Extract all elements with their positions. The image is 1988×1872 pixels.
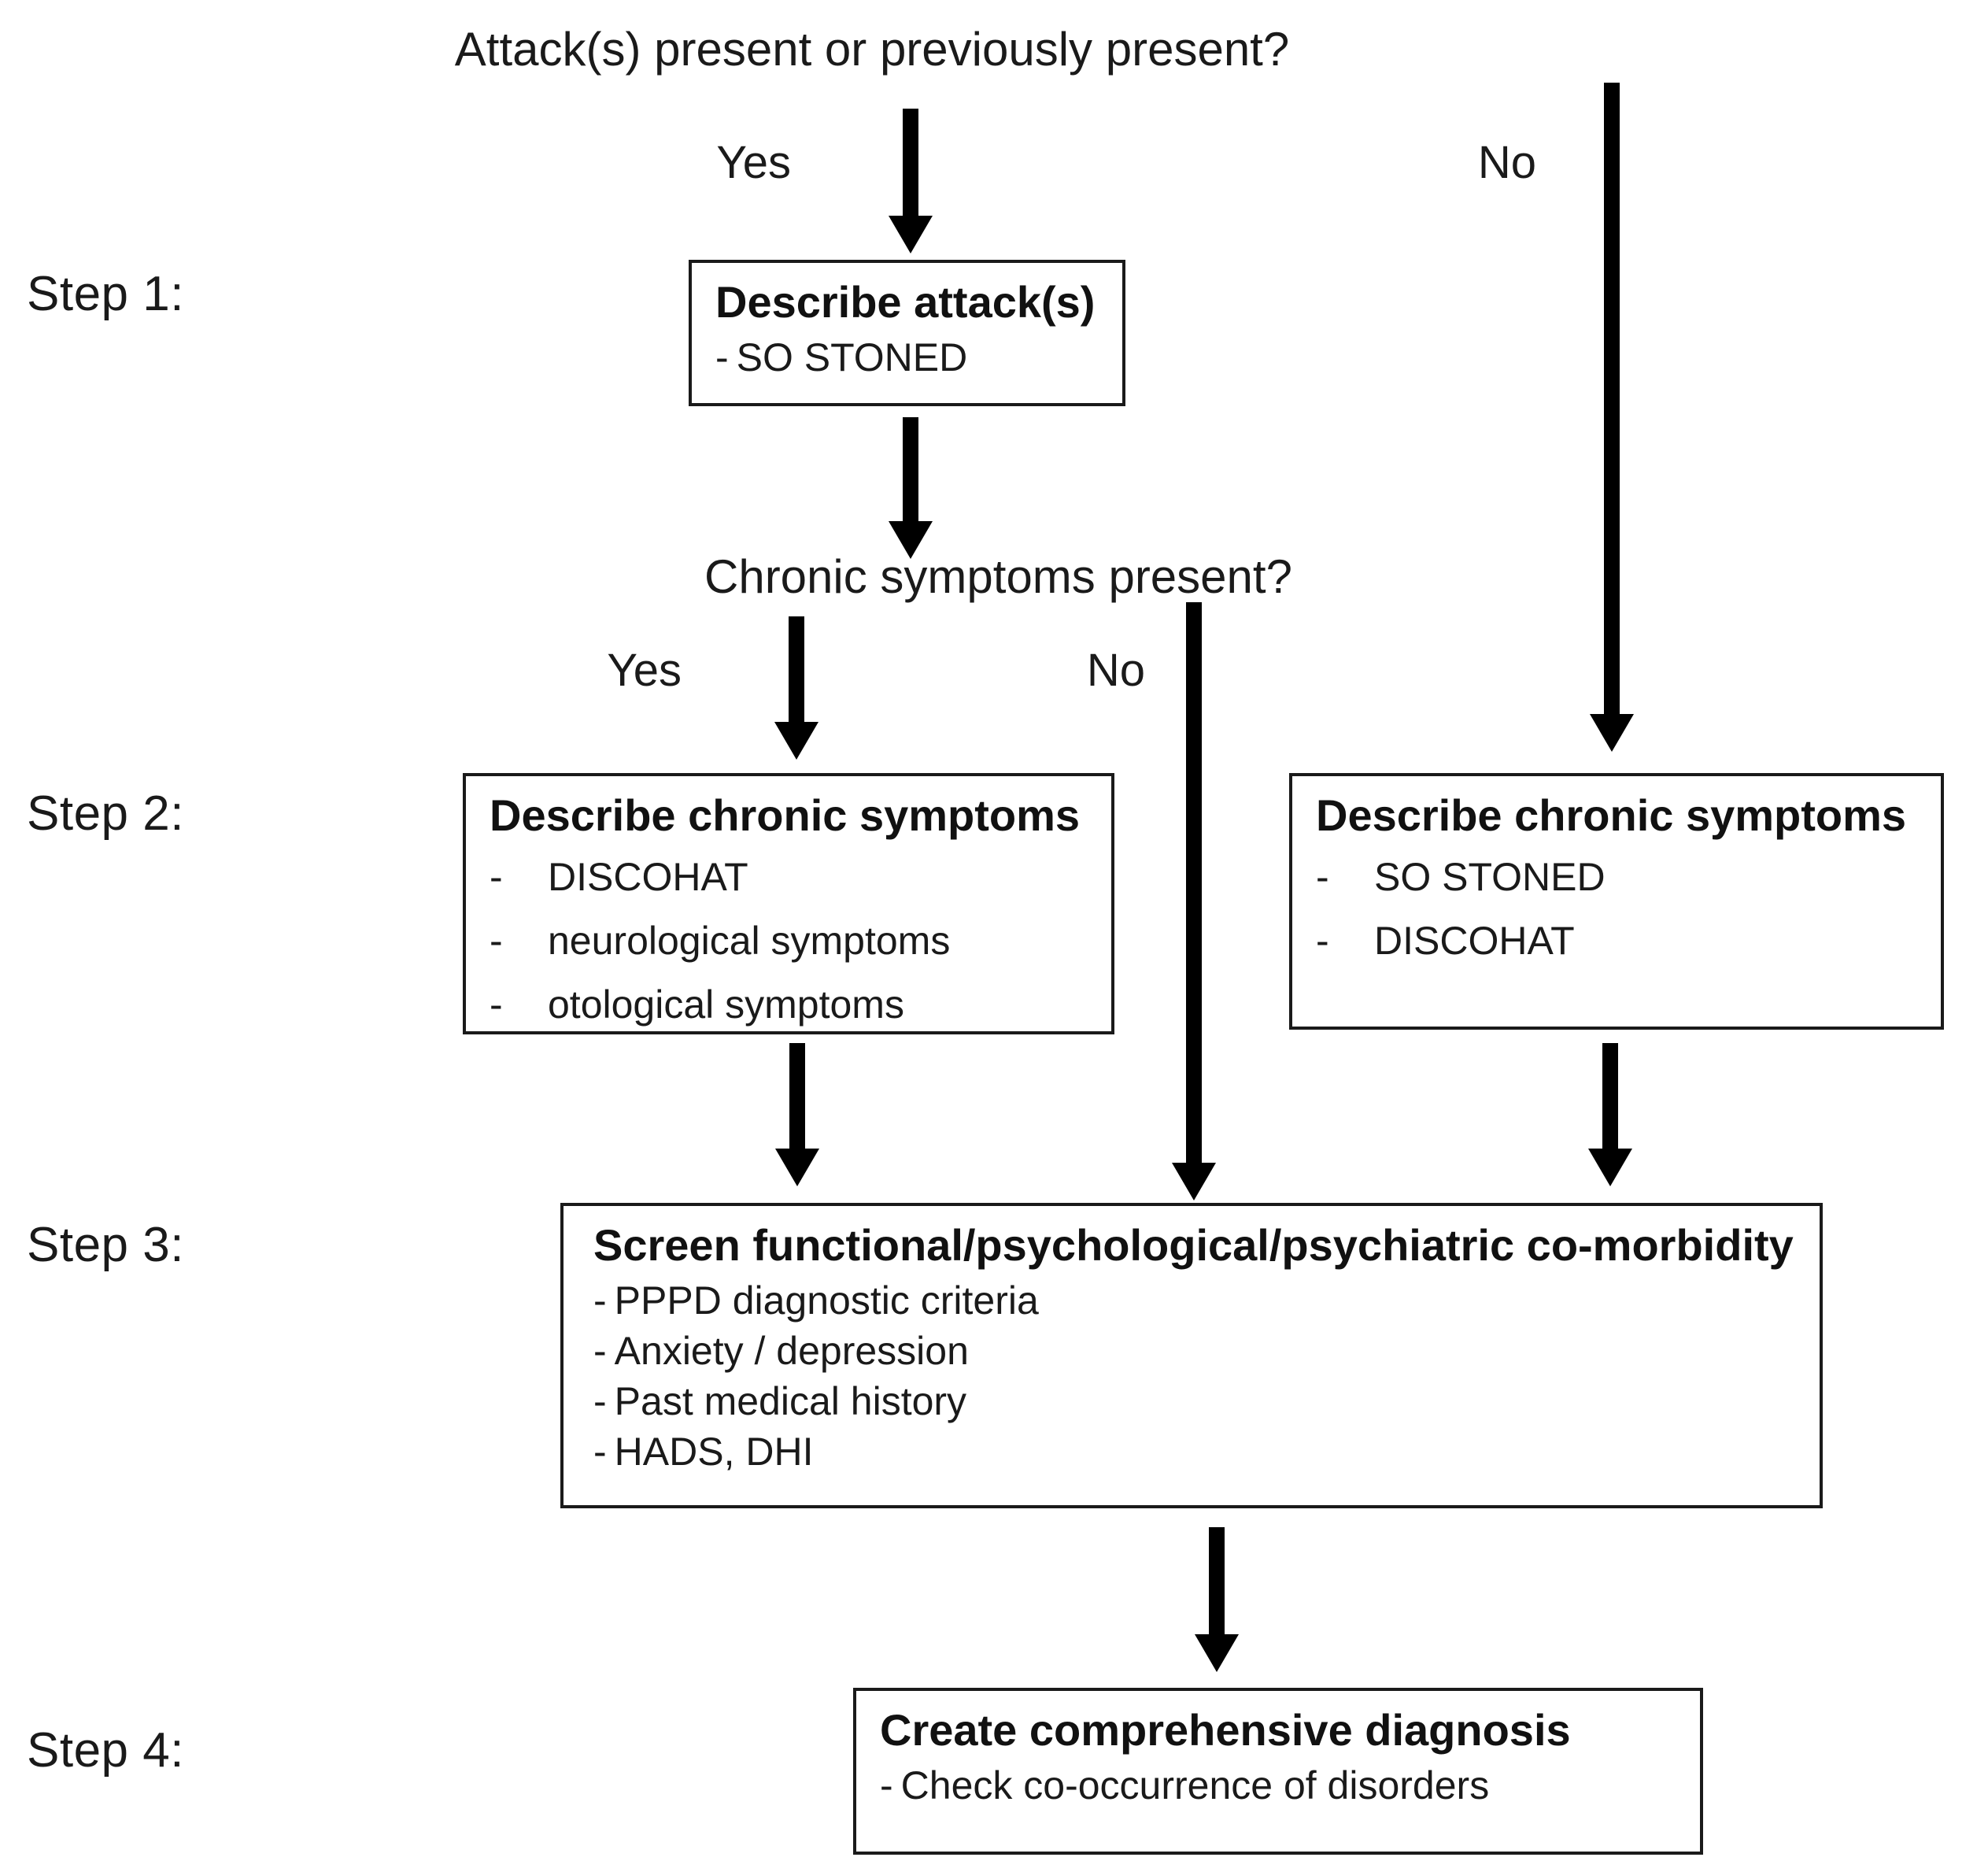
list-item: - PPPD diagnostic criteria <box>593 1275 1799 1326</box>
list-item: - Check co-occurrence of disorders <box>880 1760 1679 1811</box>
arrow-chronic-yes <box>774 616 818 760</box>
list-item: - DISCOHAT <box>1316 909 1920 973</box>
box-screen-comorbidity-items: - PPPD diagnostic criteria - Anxiety / d… <box>593 1275 1799 1477</box>
step-4-label: Step 4: <box>27 1723 184 1778</box>
box-create-diagnosis-items: - Check co-occurrence of disorders <box>880 1760 1679 1811</box>
box-describe-chronic-left[interactable]: Describe chronic symptoms - DISCOHAT - n… <box>463 773 1114 1034</box>
list-item-label: DISCOHAT <box>1374 919 1575 964</box>
root-no-label: No <box>1477 137 1536 188</box>
box-describe-attacks-title: Describe attack(s) <box>715 277 1096 327</box>
arrow-step2-left-to-step3 <box>775 1043 819 1186</box>
root-yes-label: Yes <box>716 137 791 188</box>
chronic-no-label: No <box>1086 645 1145 696</box>
list-item: - HADS, DHI <box>593 1426 1799 1477</box>
box-describe-attacks[interactable]: Describe attack(s) - SO STONED <box>689 260 1125 406</box>
bullet-dash-icon: - <box>593 1379 607 1424</box>
box-describe-chronic-right-items: - SO STONED - DISCOHAT <box>1316 845 1920 973</box>
list-item-label: SO STONED <box>1374 855 1606 900</box>
step-2-label: Step 2: <box>27 786 184 841</box>
arrow-root-no <box>1590 83 1634 752</box>
list-item-label: DISCOHAT <box>548 855 748 900</box>
box-describe-attacks-items: - SO STONED <box>715 332 1102 383</box>
arrow-step2-right-to-step3 <box>1588 1043 1632 1186</box>
list-item: - SO STONED <box>715 332 1102 383</box>
box-screen-comorbidity[interactable]: Screen functional/psychological/psychiat… <box>560 1203 1823 1508</box>
root-question: Attack(s) present or previously present? <box>454 23 1290 76</box>
box-describe-chronic-left-items: - DISCOHAT - neurological symptoms - oto… <box>490 845 1091 1037</box>
list-item: - neurological symptoms <box>490 909 1091 973</box>
chronic-yes-label: Yes <box>607 645 682 696</box>
arrow-root-yes <box>889 109 933 253</box>
list-item-label: otological symptoms <box>548 982 904 1027</box>
box-screen-comorbidity-title: Screen functional/psychological/psychiat… <box>593 1220 1794 1270</box>
bullet-dash-icon: - <box>490 919 503 964</box>
box-create-diagnosis-title: Create comprehensive diagnosis <box>880 1705 1571 1755</box>
bullet-dash-icon: - <box>715 335 729 380</box>
box-describe-chronic-right[interactable]: Describe chronic symptoms - SO STONED - … <box>1289 773 1944 1030</box>
list-item-label: Check co-occurrence of disorders <box>900 1763 1490 1808</box>
list-item: - otological symptoms <box>490 973 1091 1037</box>
bullet-dash-icon: - <box>490 982 503 1027</box>
arrow-chronic-no <box>1172 602 1216 1201</box>
box-create-diagnosis[interactable]: Create comprehensive diagnosis - Check c… <box>853 1688 1703 1855</box>
arrow-step3-to-step4 <box>1195 1527 1239 1672</box>
list-item: - DISCOHAT <box>490 845 1091 909</box>
bullet-dash-icon: - <box>593 1430 607 1474</box>
list-item-label: Past medical history <box>614 1379 967 1424</box>
list-item-label: PPPD diagnostic criteria <box>614 1278 1039 1323</box>
arrow-step1-to-chronic-question <box>889 417 933 559</box>
bullet-dash-icon: - <box>880 1763 893 1808</box>
step-1-label: Step 1: <box>27 267 184 321</box>
list-item-label: HADS, DHI <box>614 1430 814 1474</box>
list-item: - Anxiety / depression <box>593 1326 1799 1376</box>
chronic-symptoms-question: Chronic symptoms present? <box>704 550 1292 603</box>
list-item: - Past medical history <box>593 1376 1799 1426</box>
bullet-dash-icon: - <box>490 855 503 900</box>
box-describe-chronic-left-title: Describe chronic symptoms <box>490 790 1081 840</box>
list-item-label: Anxiety / depression <box>614 1329 969 1374</box>
bullet-dash-icon: - <box>593 1329 607 1374</box>
bullet-dash-icon: - <box>1316 919 1329 964</box>
list-item-label: SO STONED <box>736 335 968 380</box>
list-item: - SO STONED <box>1316 845 1920 909</box>
box-describe-chronic-right-title: Describe chronic symptoms <box>1316 790 1907 840</box>
bullet-dash-icon: - <box>1316 855 1329 900</box>
list-item-label: neurological symptoms <box>548 919 951 964</box>
step-3-label: Step 3: <box>27 1218 184 1272</box>
bullet-dash-icon: - <box>593 1278 607 1323</box>
